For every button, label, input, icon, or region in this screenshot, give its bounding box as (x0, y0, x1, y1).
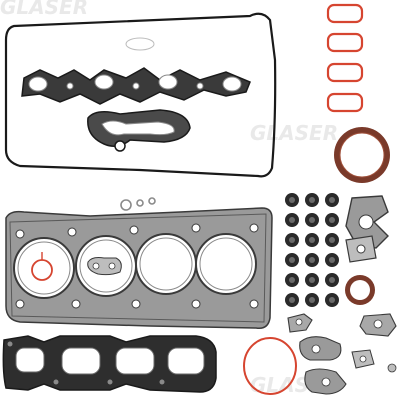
svg-text:GLASER: GLASER (0, 0, 88, 19)
small-metal-gaskets (287, 313, 397, 395)
cylinder-head-gasket (5, 207, 273, 330)
red-ring-gasket (243, 337, 297, 395)
cover-gasket (87, 109, 191, 152)
svg-text:GLASER: GLASER (250, 121, 338, 145)
intake-port-seals (326, 3, 364, 113)
spark-plug-tube-gasket (21, 67, 251, 105)
rear-main-seal (334, 127, 390, 183)
front-crank-seal (345, 275, 375, 305)
valve-stem-seals (285, 193, 339, 307)
housing-gaskets (345, 195, 389, 263)
small-o-rings (120, 197, 156, 211)
valve-cover-gasket (4, 12, 277, 178)
exhaust-manifold-gasket (2, 335, 217, 393)
red-o-ring (31, 252, 53, 281)
